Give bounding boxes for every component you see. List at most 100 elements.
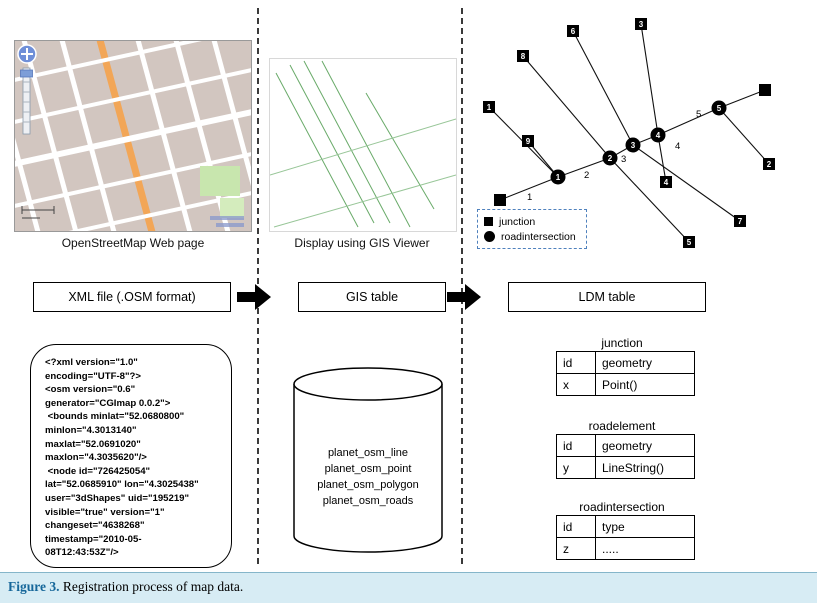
roadintersection-node: [711, 100, 727, 116]
column-divider-left: [257, 8, 259, 564]
map-caption: OpenStreetMap Web page: [61, 236, 205, 250]
roadelement-table: id geometry y LineString(): [556, 434, 695, 479]
junction-node-label: 2: [767, 160, 772, 169]
figure-caption-text: Registration process of map data.: [63, 579, 243, 594]
roadintersection-node-label: 3: [631, 141, 636, 150]
map-park-area-small: [220, 198, 244, 218]
road-edge: [718, 107, 770, 165]
junction-node: [734, 215, 746, 227]
table-cell: id: [556, 515, 596, 538]
table-row: y LineString(): [556, 456, 695, 479]
map-park-area: [200, 166, 240, 196]
flow-arrow-xml-to-gis: [237, 284, 271, 310]
junction-table: id geometry x Point(): [556, 351, 695, 396]
database-cylinder: planet_osm_line planet_osm_point planet_…: [293, 367, 443, 553]
table-row: z .....: [556, 537, 695, 560]
xml-code: <?xml version="1.0" encoding="UTF-8"?> <os…: [45, 356, 225, 560]
map-zoom-slider[interactable]: [20, 67, 33, 135]
table-cell: geometry: [595, 434, 695, 457]
gis-table-box: GIS table: [298, 282, 446, 312]
junction-node-label: 8: [521, 52, 526, 61]
table-cell: x: [556, 373, 596, 396]
xml-file-box: XML file (.OSM format): [33, 282, 231, 312]
xml-code-line: <?xml version="1.0": [45, 357, 138, 368]
junction-node-label: 9: [526, 137, 531, 146]
figure-caption-label: Figure 3.: [8, 579, 60, 594]
xml-code-line: encoding="UTF-8"?>: [45, 370, 141, 382]
roadintersection-node-label: 5: [717, 104, 722, 113]
junction-node: [567, 25, 579, 37]
roadintersection-node: [625, 137, 641, 153]
table-row: id type: [556, 515, 695, 538]
column-divider-right: [461, 8, 463, 564]
xml-code-line: 08T12:43:53Z"/>: [45, 547, 119, 559]
db-table-name: planet_osm_roads: [323, 495, 414, 507]
diagram-legend: junction roadintersection: [477, 209, 587, 249]
gis-viewer-caption: Display using GIS Viewer: [294, 236, 430, 250]
roadintersection-circle-icon: [484, 231, 495, 242]
map-pan-control[interactable]: [17, 44, 37, 64]
xml-code-line: <node id="726425054": [45, 465, 151, 477]
legend-label: roadintersection: [501, 230, 576, 243]
xml-code-line: visible="true" version="1": [45, 506, 165, 518]
table-title-junction: junction: [601, 336, 643, 350]
junction-node-label: 6: [571, 27, 576, 36]
table-title-roadintersection: roadintersection: [579, 500, 665, 514]
db-table-names: planet_osm_line planet_osm_point planet_…: [317, 447, 419, 507]
table-cell: .....: [595, 537, 695, 560]
legend-item-junction: junction: [484, 214, 580, 229]
xml-code-line: lat="52.0685910" lon="4.3025438": [45, 479, 199, 491]
table-row: id geometry: [556, 434, 695, 457]
edge-label: 4: [675, 141, 680, 152]
junction-node-label: 5: [687, 238, 692, 247]
openstreetmap-screenshot: [14, 40, 252, 232]
junction-node: [635, 18, 647, 30]
cylinder-top: [293, 367, 443, 401]
xml-code-blob: <?xml version="1.0" encoding="UTF-8"?> <os…: [30, 344, 232, 568]
junction-node: [763, 158, 775, 170]
junction-node-label: 7: [738, 217, 743, 226]
xml-code-line: <osm version="0.6": [45, 384, 136, 396]
xml-code-line: user="3dShapes" uid="195219": [45, 492, 190, 504]
table-cell: z: [556, 537, 596, 560]
junction-node-label: 4: [664, 178, 669, 187]
table-cell: type: [595, 515, 695, 538]
roadintersection-node-label: 1: [556, 173, 561, 182]
db-table-name: planet_osm_polygon: [317, 479, 419, 491]
edge-label: 5: [696, 109, 701, 120]
table-cell: id: [556, 351, 596, 374]
roadintersection-node: [550, 169, 566, 185]
junction-node: [494, 194, 506, 206]
road-edge: [640, 23, 667, 183]
roadintersection-node-label: 4: [656, 131, 661, 140]
xml-code-line: changeset="4638268": [45, 520, 145, 532]
roadintersection-node: [650, 127, 666, 143]
legend-label: junction: [499, 215, 536, 228]
table-title-roadelement: roadelement: [588, 419, 656, 433]
map-main-road: [96, 40, 156, 232]
junction-node: [517, 50, 529, 62]
junction-node: [483, 101, 495, 113]
table-row: x Point(): [556, 373, 695, 396]
junction-node-label: 1: [487, 103, 492, 112]
xml-code-line: <bounds minlat="52.0680800": [45, 411, 185, 423]
junction-square-icon: [484, 217, 493, 226]
xml-code-line: timestamp="2010-05-: [45, 533, 142, 545]
db-table-name: planet_osm_point: [325, 463, 412, 475]
junction-node: [660, 176, 672, 188]
map-attribution-text: [210, 216, 244, 227]
table-cell: id: [556, 434, 596, 457]
flow-arrow-gis-to-ldm: [447, 284, 481, 310]
roadintersection-node-label: 2: [608, 154, 613, 163]
figure-caption-body: Registration process of map data.: [62, 579, 244, 594]
edge-label: 3: [621, 154, 626, 165]
legend-item-roadintersection: roadintersection: [484, 229, 580, 244]
ldm-table-box: LDM table: [508, 282, 706, 312]
xml-code-line: minlon="4.3013140": [45, 424, 137, 436]
table-cell: LineString(): [595, 456, 695, 479]
xml-code-line: generator="CGImap 0.0.2">: [45, 397, 171, 409]
cylinder-body: [293, 384, 443, 553]
table-cell: y: [556, 456, 596, 479]
